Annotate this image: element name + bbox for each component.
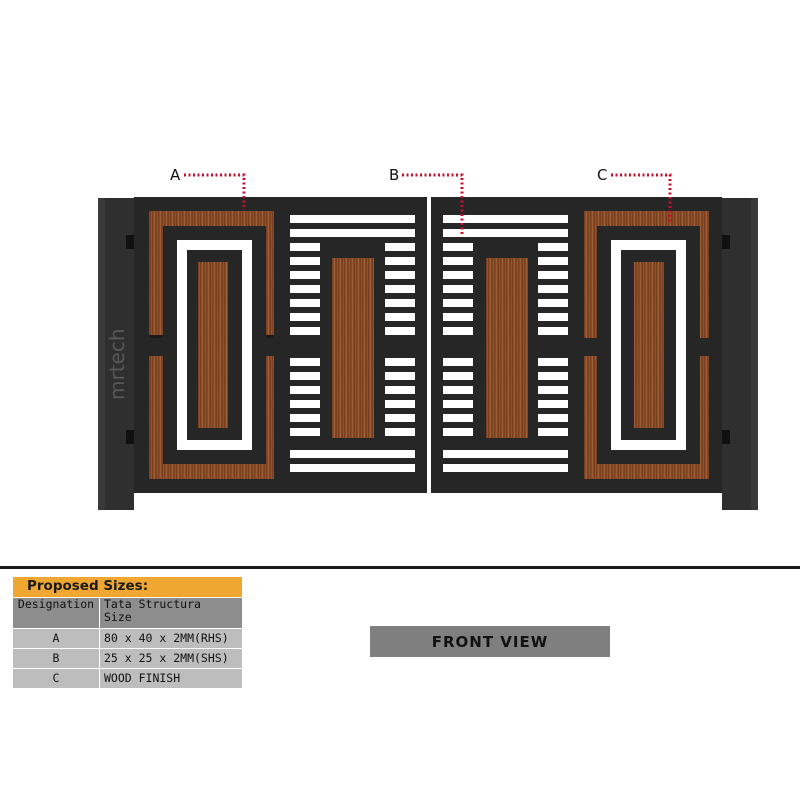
row-designation: C (12, 668, 100, 689)
svg-text:B: B (389, 166, 399, 184)
watermark: mrtech (105, 328, 129, 400)
row-designation: A (12, 628, 100, 649)
table-title: Proposed Sizes: (12, 576, 243, 598)
header-size-line2: Size (104, 610, 132, 624)
row-size: WOOD FINISH (99, 668, 243, 689)
section-divider (0, 566, 800, 569)
svg-text:C: C (597, 166, 607, 184)
proposed-sizes-table: Proposed Sizes: Designation Tata Structu… (12, 576, 243, 689)
left-pillar (98, 198, 134, 510)
right-gate-leaf (431, 197, 722, 493)
table-header-row: Designation Tata Structura Size (12, 597, 243, 629)
callout-a: A (170, 166, 246, 210)
table-row: A 80 x 40 x 2MM(RHS) (12, 628, 243, 649)
callout-b: B (389, 166, 464, 236)
table-row: B 25 x 25 x 2MM(SHS) (12, 648, 243, 669)
row-designation: B (12, 648, 100, 669)
callout-c: C (597, 166, 672, 222)
right-pillar (722, 198, 758, 510)
header-size-line1: Tata Structura (104, 597, 201, 611)
left-gate-leaf (134, 197, 427, 493)
row-size: 80 x 40 x 2MM(RHS) (99, 628, 243, 649)
front-view-label: FRONT VIEW (370, 626, 610, 657)
header-designation: Designation (12, 597, 100, 629)
bars-right (443, 215, 568, 472)
bars-left (290, 215, 415, 472)
svg-text:A: A (170, 166, 181, 184)
table-row: C WOOD FINISH (12, 668, 243, 689)
header-size: Tata Structura Size (99, 597, 243, 629)
row-size: 25 x 25 x 2MM(SHS) (99, 648, 243, 669)
